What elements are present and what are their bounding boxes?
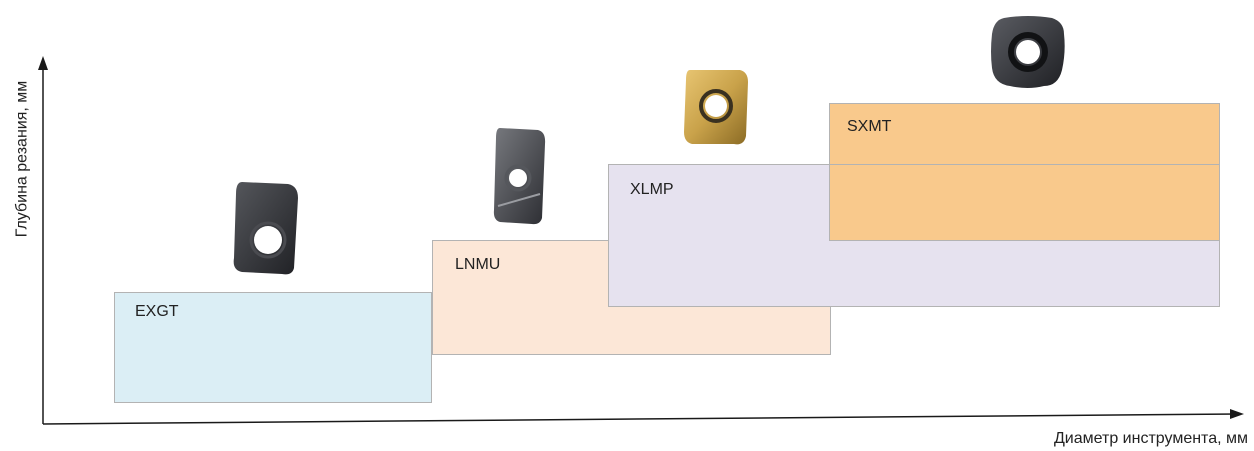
x-axis-line xyxy=(42,413,1239,425)
x-axis-arrow xyxy=(1230,409,1244,419)
zone-label-sxmt: SXMT xyxy=(847,118,892,135)
insert-xlmp-icon xyxy=(684,70,748,145)
insert-exgt-icon xyxy=(233,182,298,275)
zone-label-exgt: EXGT xyxy=(135,303,179,320)
insert-sxmt-icon xyxy=(991,16,1065,88)
zone-label-xlmp: XLMP xyxy=(630,181,674,198)
y-axis-label: Глубина резания, мм xyxy=(13,80,31,238)
zone-sxmt xyxy=(829,103,1220,241)
y-axis-arrow xyxy=(38,56,48,70)
zone-divider xyxy=(829,164,1220,165)
insert-lnmu-icon xyxy=(493,128,546,225)
zone-label-lnmu: LNMU xyxy=(455,256,501,273)
x-axis-label: Диаметр инструмента, мм xyxy=(1053,430,1248,447)
zone-exgt xyxy=(114,292,432,403)
